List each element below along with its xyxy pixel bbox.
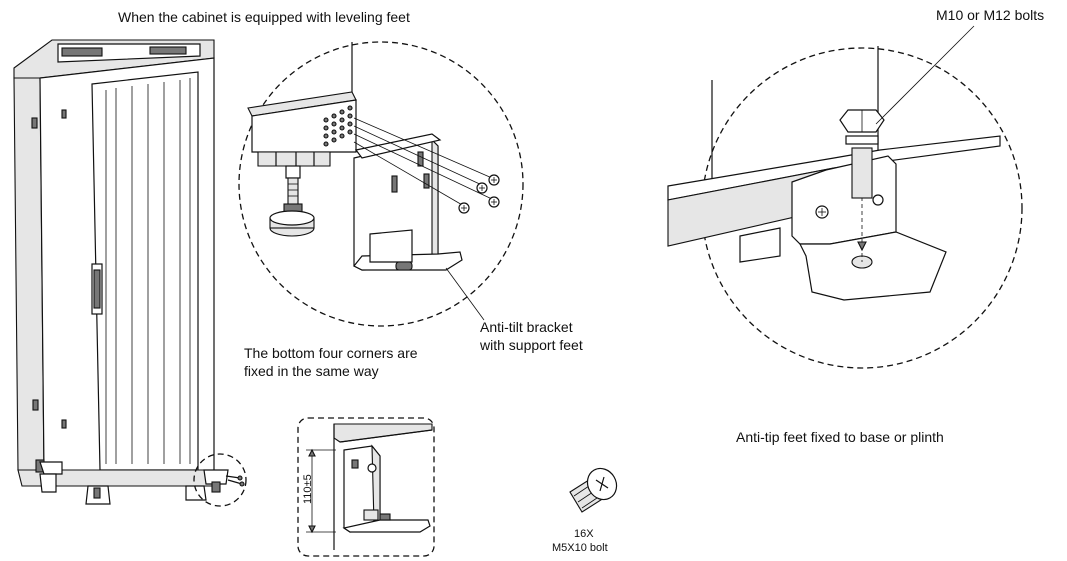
leveling-feet-detail [238, 41, 524, 327]
leveling-foot [269, 165, 315, 237]
corners-label-line1: The bottom four corners are [244, 345, 418, 361]
bolt-spec-label: M10 or M12 bolts [936, 7, 1045, 23]
bolt-quantity-label: 16X [574, 528, 594, 540]
bolt-icon [569, 467, 618, 513]
dimension-label: 110±5 [302, 474, 314, 504]
mounting-holes [323, 105, 353, 147]
foot-callout-circle [193, 453, 247, 507]
anti-tilt-bracket [353, 133, 463, 271]
anti-tilt-label-line1: Anti-tilt bracket [480, 319, 573, 335]
anti-tip-label: Anti-tip feet fixed to base or plinth [736, 429, 944, 445]
anti-tilt-label-line2: with support feet [480, 337, 583, 353]
anchor-bolt [839, 109, 885, 262]
screws [353, 117, 500, 214]
height-inset [297, 417, 435, 557]
corners-label-line2: fixed in the same way [244, 363, 379, 379]
leveling-feet-title: When the cabinet is equipped with leveli… [118, 9, 410, 25]
server-cabinet [13, 39, 219, 505]
bolt-size-label: M5X10 bolt [552, 542, 608, 554]
anti-tip-detail [667, 25, 1023, 369]
